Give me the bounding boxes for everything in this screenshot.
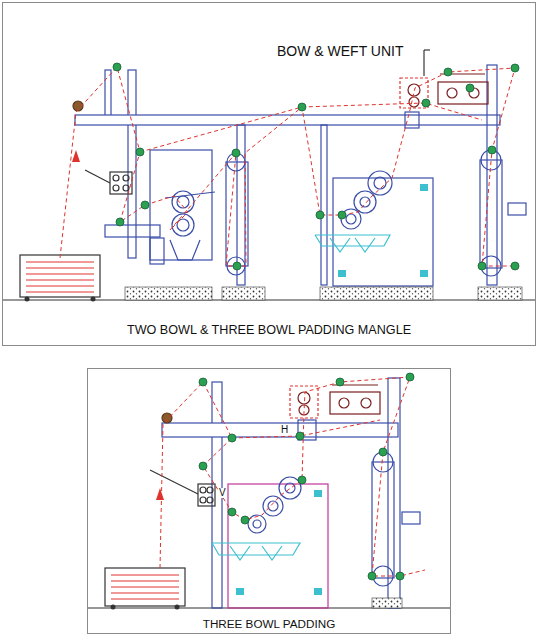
guide-roller: [316, 211, 324, 219]
guide-roller: [511, 64, 519, 72]
guide-roller: [298, 476, 306, 484]
guide-roller: [488, 146, 496, 154]
bottom-machine: [88, 378, 450, 610]
axis-label: V: [218, 488, 227, 498]
panel-caption: THREE BOWL PADDING: [88, 617, 450, 630]
panel-frame: THREE BOWL PADDING: [87, 368, 451, 634]
panel-caption: TWO BOWL & THREE BOWL PADDING MANGLE: [3, 323, 535, 337]
unit-label: BOW & WEFT UNIT: [277, 44, 404, 58]
guide-roller: [136, 148, 144, 156]
guide-roller: [511, 262, 519, 270]
guide-roller: [422, 99, 430, 107]
guide-roller: [444, 68, 452, 76]
guide-roller: [368, 572, 376, 580]
guide-roller: [466, 84, 474, 92]
guide-roller: [406, 373, 414, 381]
guide-roller: [232, 149, 240, 157]
guide-roller: [113, 63, 121, 71]
guide-roller: [199, 462, 207, 470]
guide-roller: [233, 262, 241, 270]
guide-roller: [241, 516, 249, 524]
guide-roller: [379, 448, 387, 456]
guide-roller: [296, 432, 304, 440]
guide-roller: [199, 378, 207, 386]
guide-roller: [298, 103, 306, 111]
guide-roller: [116, 218, 124, 226]
guide-roller: [228, 434, 236, 442]
panel-frame: TWO BOWL & THREE BOWL PADDING MANGLE: [2, 2, 536, 346]
guide-roller: [338, 211, 346, 219]
guide-roller: [478, 262, 486, 270]
axis-label: H: [280, 425, 289, 435]
guide-roller: [141, 201, 149, 209]
fabric-path: [60, 67, 515, 266]
guide-roller: [228, 508, 236, 516]
guide-roller: [336, 378, 344, 386]
fabric-path: [160, 377, 425, 576]
top-machine: [2, 50, 536, 302]
guide-roller: [396, 572, 404, 580]
